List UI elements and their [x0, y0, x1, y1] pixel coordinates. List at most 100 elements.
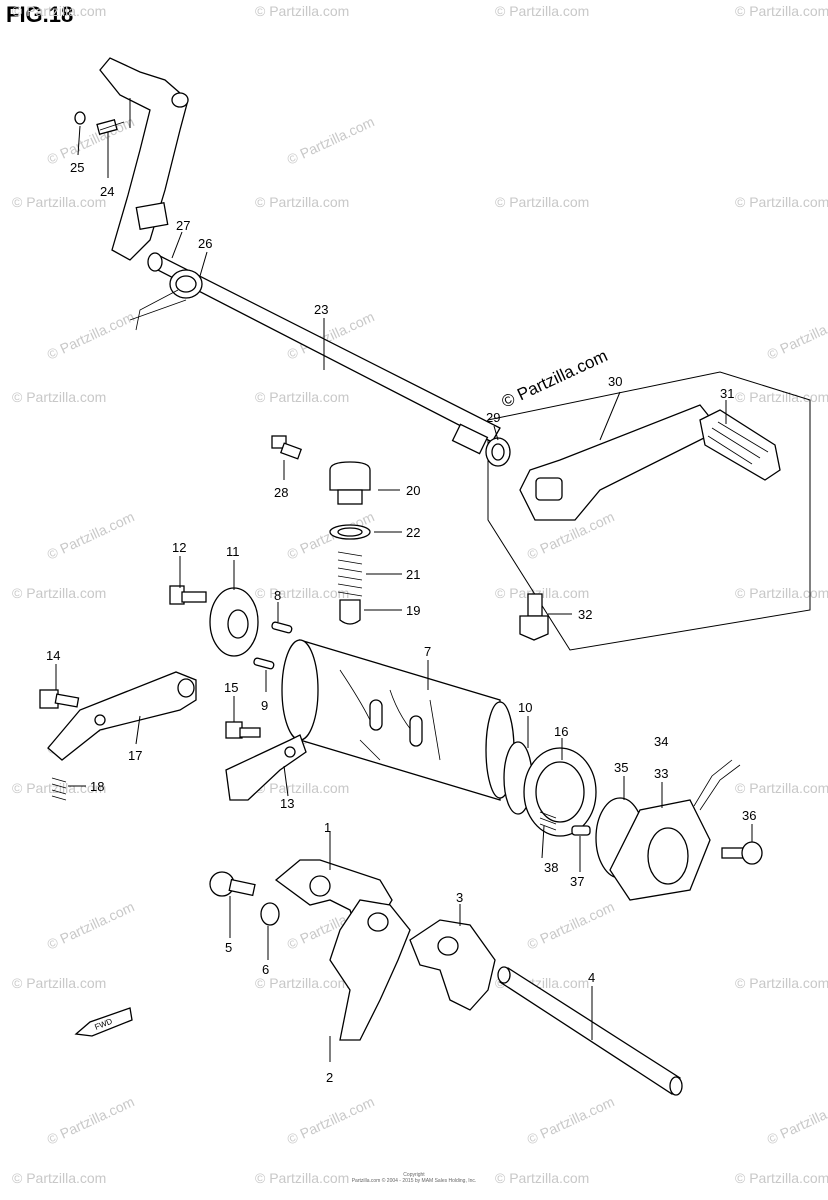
callout-15: 15	[224, 680, 238, 695]
watermark: © Partzilla.com	[12, 975, 106, 991]
bolt-15	[225, 721, 261, 739]
callout-30: 30	[608, 374, 622, 389]
watermark: © Partzilla.com	[735, 389, 828, 405]
shift-drum-7	[281, 639, 515, 801]
watermark: © Partzilla.com	[12, 389, 106, 405]
neutral-stopper-assembly	[329, 461, 371, 625]
callout-28: 28	[274, 485, 288, 500]
watermark: © Partzilla.com	[12, 194, 106, 210]
callout-24: 24	[100, 184, 114, 199]
callout-19: 19	[406, 603, 420, 618]
watermark: © Partzilla.com	[495, 1170, 589, 1186]
callout-labels: 1 2 3 4 5 6 7 8 9 10 11 12 13 14 15 16 1…	[46, 160, 756, 1085]
gearshift-cam-plate-11	[209, 587, 259, 657]
callout-8: 8	[274, 588, 281, 603]
spring-21	[337, 551, 363, 597]
watermark-prominent: © Partzilla.com	[499, 346, 611, 412]
watermark: © Partzilla.com	[12, 585, 106, 601]
callout-18: 18	[90, 779, 104, 794]
watermark: © Partzilla.com	[45, 898, 137, 952]
callout-25: 25	[70, 160, 84, 175]
watermark: © Partzilla.com	[525, 1093, 617, 1147]
watermark: © Partzilla.com	[45, 308, 137, 362]
callout-20: 20	[406, 483, 420, 498]
fwd-arrow-icon: FWD	[74, 1007, 133, 1037]
callout-5: 5	[225, 940, 232, 955]
watermark: © Partzilla.com	[45, 113, 137, 167]
callout-35: 35	[614, 760, 628, 775]
watermark: © Partzilla.com	[765, 1093, 828, 1147]
shift-fork-2	[329, 899, 411, 1041]
kick-pedal-grip	[699, 409, 781, 481]
gear-position-rotor-16	[523, 747, 597, 837]
watermark: © Partzilla.com	[495, 585, 589, 601]
watermark: © Partzilla.com	[735, 194, 828, 210]
callout-7: 7	[424, 644, 431, 659]
callout-2: 2	[326, 1070, 333, 1085]
kick-pedal-arm	[519, 404, 722, 521]
leader-lines	[55, 98, 753, 1062]
spring-38	[539, 811, 557, 831]
washer-6	[260, 902, 280, 926]
callout-34: 34	[654, 734, 668, 749]
gearshift-shaft	[129, 252, 511, 467]
watermark: © Partzilla.com	[255, 1170, 349, 1186]
pin-37	[571, 825, 591, 836]
bolt-12	[169, 585, 207, 605]
callout-12: 12	[172, 540, 186, 555]
callout-9: 9	[261, 698, 268, 713]
kick-pedal-group	[487, 371, 811, 651]
bolt-28	[271, 435, 303, 460]
spring-18	[51, 777, 67, 801]
copyright-line: Partzilla.com © 2004 - 2015 by MAM Sales…	[351, 1178, 477, 1184]
callout-16: 16	[554, 724, 568, 739]
watermark: © Partzilla.com	[45, 1093, 137, 1147]
clip-25	[74, 111, 86, 125]
callout-37: 37	[570, 874, 584, 889]
copyright-line: Copyright	[403, 1172, 425, 1178]
watermark: © Partzilla.com	[255, 585, 349, 601]
callout-1: 1	[324, 820, 331, 835]
callout-14: 14	[46, 648, 60, 663]
watermark: © Partzilla.com	[255, 194, 349, 210]
gearshift-arm	[99, 57, 189, 261]
callout-38: 38	[544, 860, 558, 875]
watermark: © Partzilla.com	[735, 3, 828, 19]
callout-4: 4	[588, 970, 595, 985]
fork-shaft-4	[497, 966, 683, 1096]
callout-11: 11	[226, 544, 240, 559]
watermark: © Partzilla.com	[12, 1170, 106, 1186]
watermark: © Partzilla.com	[285, 113, 377, 167]
bolt-24	[96, 119, 125, 135]
watermark: © Partzilla.com	[735, 975, 828, 991]
watermark: © Partzilla.com	[495, 194, 589, 210]
watermark: © Partzilla.com	[255, 975, 349, 991]
callout-23: 23	[314, 302, 328, 317]
watermark: © Partzilla.com	[525, 898, 617, 952]
watermark: © Partzilla.com	[735, 780, 828, 796]
watermark: © Partzilla.com	[255, 389, 349, 405]
watermark: © Partzilla.com	[765, 308, 828, 362]
watermark: © Partzilla.com	[735, 585, 828, 601]
bolt-32	[519, 593, 549, 641]
callout-31: 31	[720, 386, 734, 401]
callout-29: 29	[486, 410, 500, 425]
callout-36: 36	[742, 808, 756, 823]
watermark: © Partzilla.com	[285, 1093, 377, 1147]
watermark: © Partzilla.com	[735, 1170, 828, 1186]
watermark: © Partzilla.com	[45, 508, 137, 562]
callout-33: 33	[654, 766, 668, 781]
watermark: © Partzilla.com	[255, 3, 349, 19]
callout-13: 13	[280, 796, 294, 811]
bolt-14	[39, 689, 80, 709]
callout-26: 26	[198, 236, 212, 251]
callout-22: 22	[406, 525, 420, 540]
bolt-5	[209, 871, 256, 897]
shift-fork-3	[409, 919, 496, 1011]
callout-17: 17	[128, 748, 142, 763]
gearshift-stopper-lever-17	[47, 671, 197, 761]
kick-pedal-boss	[535, 477, 563, 501]
callout-21: 21	[406, 567, 420, 582]
pin-9	[253, 657, 275, 670]
